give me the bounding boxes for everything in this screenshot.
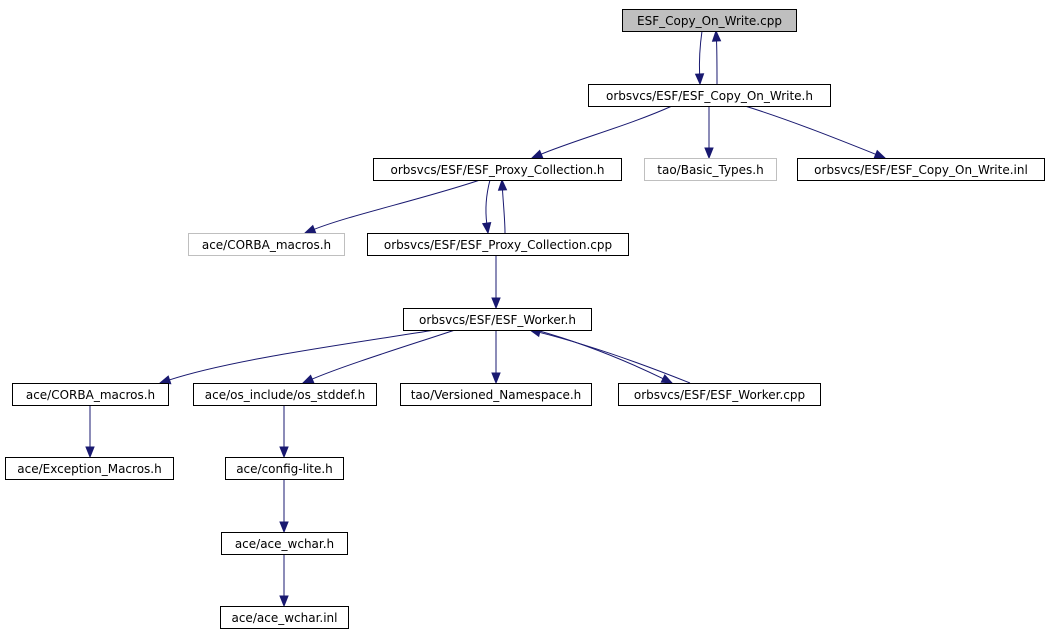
edge-line (715, 39, 718, 85)
node-box[interactable] (220, 606, 349, 629)
node-config-lite[interactable]: ace/config-lite.h (225, 457, 344, 480)
node-box[interactable] (221, 532, 348, 555)
edge-worker_cpp-to-worker_h (528, 327, 691, 384)
arrow-head-icon (279, 446, 289, 459)
edge-os_stddef-to-config_lite (279, 405, 289, 459)
arrow-head-icon (530, 149, 544, 159)
node-ace-wchar-inl[interactable]: ace/ace_wchar.inl (220, 606, 349, 629)
edge-cow_h-to-root (711, 29, 722, 85)
node-cow-h[interactable]: orbsvcs/ESF/ESF_Copy_On_Write.h (588, 84, 831, 107)
edge-line (540, 105, 673, 155)
node-box[interactable] (367, 233, 629, 256)
node-label: orbsvcs/ESF/ESF_Worker.h (419, 313, 576, 327)
arrow-head-icon (873, 149, 887, 159)
edge-line (168, 329, 436, 381)
node-corba[interactable]: ace/CORBA_macros.h (12, 383, 169, 406)
node-label: orbsvcs/ESF/ESF_Copy_On_Write.inl (814, 163, 1028, 177)
node-box[interactable] (188, 233, 345, 256)
node-box[interactable] (618, 383, 821, 406)
node-label: ace/os_include/os_stddef.h (205, 388, 365, 402)
edge-line (501, 188, 506, 234)
node-label: ace/Exception_Macros.h (17, 462, 161, 476)
node-box[interactable] (5, 457, 174, 480)
edge-ace_wchar_h-to-ace_wchar_inl (279, 554, 289, 608)
node-label: tao/Versioned_Namespace.h (411, 388, 582, 402)
edges-layer (85, 29, 887, 608)
edge-proxy_cpp-to-worker_h (491, 255, 501, 310)
edge-worker_h-to-os_stddef (301, 329, 456, 384)
node-label: ace/ace_wchar.h (235, 537, 334, 551)
node-label: ESF_Copy_On_Write.cpp (637, 14, 782, 28)
node-basic-types[interactable]: tao/Basic_Types.h (644, 158, 777, 181)
node-box[interactable] (193, 383, 377, 406)
edge-line (313, 179, 481, 231)
node-versioned[interactable]: tao/Versioned_Namespace.h (400, 383, 592, 406)
node-label: ace/ace_wchar.inl (231, 611, 337, 625)
node-label: orbsvcs/ESF/ESF_Worker.cpp (634, 388, 805, 402)
edge-line (485, 179, 491, 225)
edge-proxy_h-to-corba_muted (303, 179, 481, 234)
arrow-head-icon (279, 521, 289, 534)
node-box[interactable] (797, 158, 1045, 181)
node-exception[interactable]: ace/Exception_Macros.h (5, 457, 174, 480)
arrow-head-icon (694, 73, 705, 86)
arrow-head-icon (660, 374, 674, 384)
edge-config_lite-to-ace_wchar_h (279, 479, 289, 534)
node-root[interactable]: ESF_Copy_On_Write.cpp (622, 9, 797, 32)
nodes-layer: ESF_Copy_On_Write.cpp orbsvcs/ESF/ESF_Cop… (5, 9, 1045, 629)
node-box[interactable] (403, 308, 592, 331)
arrow-head-icon (711, 29, 722, 42)
edge-corba-to-exception (85, 405, 95, 459)
node-proxy-h[interactable]: orbsvcs/ESF/ESF_Proxy_Collection.h (373, 158, 622, 181)
node-label: tao/Basic_Types.h (657, 163, 763, 177)
node-worker-h[interactable]: orbsvcs/ESF/ESF_Worker.h (403, 308, 592, 331)
arrow-head-icon (158, 375, 172, 385)
edge-proxy_h-to-proxy_cpp (481, 179, 492, 235)
node-label: orbsvcs/ESF/ESF_Proxy_Collection.cpp (384, 238, 612, 252)
edge-line (698, 30, 703, 76)
edge-worker_h-to-versioned (491, 330, 501, 385)
node-proxy-cpp[interactable]: orbsvcs/ESF/ESF_Proxy_Collection.cpp (367, 233, 629, 256)
edge-line (311, 329, 456, 380)
edge-line (744, 105, 877, 156)
node-os-stddef[interactable]: ace/os_include/os_stddef.h (193, 383, 377, 406)
arrow-head-icon (85, 446, 95, 459)
node-label: ace/config-lite.h (236, 462, 333, 476)
node-box[interactable] (400, 383, 592, 406)
node-box[interactable] (373, 158, 622, 181)
arrow-head-icon (279, 595, 289, 608)
node-box[interactable] (644, 158, 777, 181)
arrow-head-icon (303, 224, 317, 234)
node-label: ace/CORBA_macros.h (26, 388, 155, 402)
edge-proxy_cpp-to-proxy_h (497, 178, 508, 234)
node-box[interactable] (622, 9, 797, 32)
arrow-head-icon (481, 221, 492, 235)
edge-line (538, 331, 691, 384)
edge-root-to-cow_h (694, 30, 705, 86)
edge-worker_h-to-worker_cpp (535, 329, 674, 384)
arrow-head-icon (497, 178, 508, 191)
node-box[interactable] (12, 383, 169, 406)
node-label: ace/CORBA_macros.h (202, 238, 331, 252)
node-corba-muted[interactable]: ace/CORBA_macros.h (188, 233, 345, 256)
arrow-head-icon (491, 297, 501, 310)
edge-cow_h-to-proxy_h (530, 105, 673, 159)
node-box[interactable] (225, 457, 344, 480)
arrow-head-icon (301, 374, 315, 384)
edge-line (535, 329, 665, 380)
edge-worker_h-to-corba (158, 329, 436, 385)
arrow-head-icon (704, 147, 714, 160)
arrow-head-icon (491, 372, 501, 385)
edge-cow_h-to-cow_inl (744, 105, 887, 159)
node-cow-inl[interactable]: orbsvcs/ESF/ESF_Copy_On_Write.inl (797, 158, 1045, 181)
node-worker-cpp[interactable]: orbsvcs/ESF/ESF_Worker.cpp (618, 383, 821, 406)
node-label: orbsvcs/ESF/ESF_Copy_On_Write.h (606, 89, 813, 103)
node-ace-wchar-h[interactable]: ace/ace_wchar.h (221, 532, 348, 555)
edge-cow_h-to-basic_types (704, 106, 714, 160)
node-label: orbsvcs/ESF/ESF_Proxy_Collection.h (390, 163, 604, 177)
node-box[interactable] (588, 84, 831, 107)
